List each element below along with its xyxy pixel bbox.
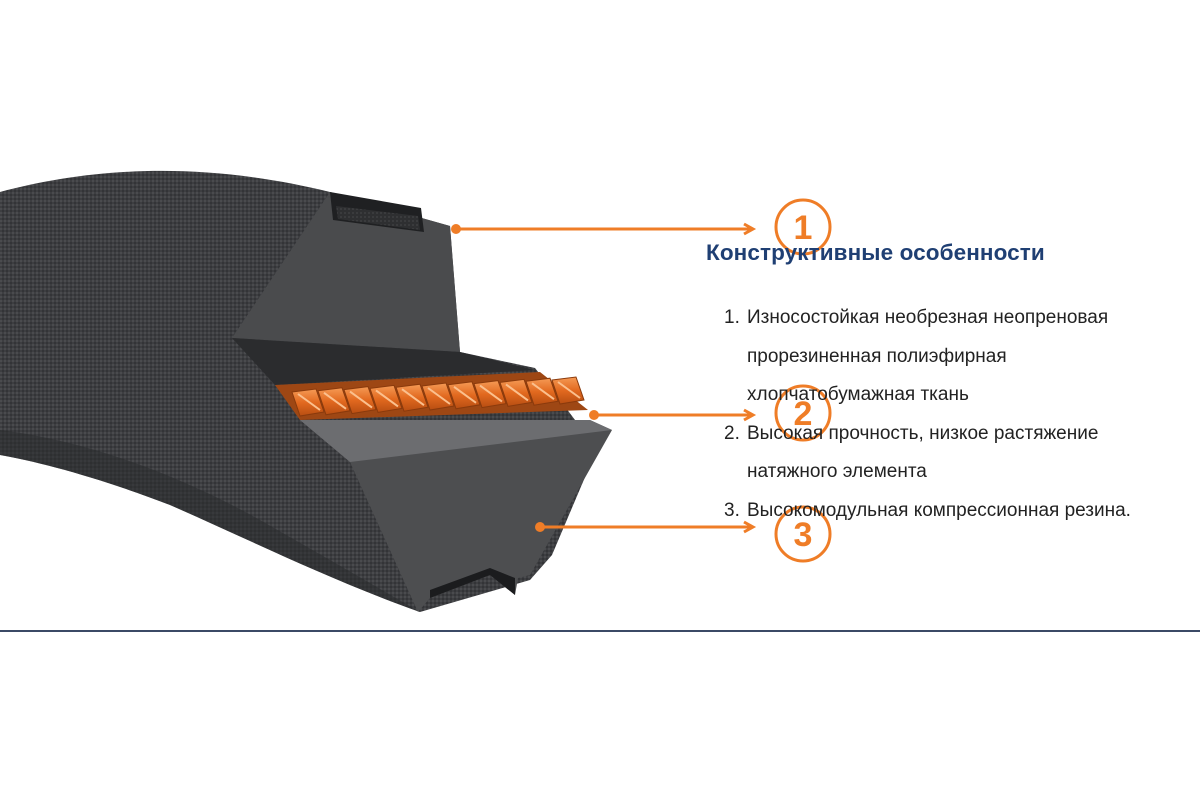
tension-cord-highlight	[375, 389, 399, 408]
feature-item-1-text-2: прорезиненная полиэфирная	[747, 345, 1007, 367]
belt-lower-shade	[0, 430, 420, 612]
tension-cord-highlight	[531, 382, 555, 401]
feature-item-2-text-2: натяжного элемента	[747, 461, 927, 482]
callout-3: 3	[535, 505, 832, 563]
feature-item-2-number: 2.	[724, 422, 740, 444]
feature-item-3: 3. Высокомодульная компрессионная резина.	[724, 492, 1131, 531]
belt-middle-layer	[232, 338, 535, 385]
feature-item-1-number: 1.	[724, 307, 740, 328]
tension-cord-highlight	[349, 390, 373, 409]
belt-top-groove-inner	[336, 206, 420, 230]
feature-item-3-line-1: 3. Высокомодульная компрессионная резина.	[724, 492, 1131, 531]
tension-cord-highlight	[401, 388, 425, 407]
tension-cord-highlight	[557, 381, 581, 399]
callout-1-number: 1	[794, 209, 813, 247]
section-title: Конструктивные особенности	[706, 240, 1045, 265]
feature-item-2: 2. Высокая прочность, низкое растяжение н…	[724, 415, 1131, 492]
feature-item-1-text-1: Износостойкая необрезная неопреновая	[747, 307, 1109, 328]
tension-cord-highlight	[453, 385, 477, 404]
tension-cords	[275, 372, 588, 420]
tension-cord-highlight	[505, 383, 529, 402]
callout-3-number: 3	[794, 516, 813, 554]
belt-top-face	[232, 192, 460, 352]
feature-item-1-text-3: хлопчатобумажная ткань	[747, 384, 969, 405]
feature-item-2-line-1: 2. Высокая прочность, низкое растяжение	[724, 415, 1131, 454]
callout-2: 2	[589, 384, 832, 442]
callout-2-number: 2	[794, 395, 813, 433]
tension-cord-highlight	[323, 391, 347, 410]
belt-bottom-notch	[430, 568, 515, 598]
tension-cord-highlight	[297, 393, 321, 411]
belt-bottom-lining	[300, 420, 612, 462]
feature-item-3-text-1: Высокомодульная компрессионная резина.	[747, 499, 1131, 521]
feature-list: 1. Износостойкая необрезная неопреновая п…	[724, 299, 1131, 530]
feature-item-2-text-1: Высокая прочность, низкое растяжение	[747, 422, 1099, 444]
feature-item-1-line-1: 1. Износостойкая необрезная неопреновая	[724, 299, 1131, 338]
feature-item-1: 1. Износостойкая необрезная неопреновая п…	[724, 299, 1131, 415]
tension-cord-highlight	[427, 387, 451, 405]
belt-bottom-face	[300, 420, 612, 612]
callout-1: 1	[451, 198, 832, 256]
tension-cord-highlight	[479, 384, 503, 403]
feature-item-3-number: 3.	[724, 499, 740, 521]
